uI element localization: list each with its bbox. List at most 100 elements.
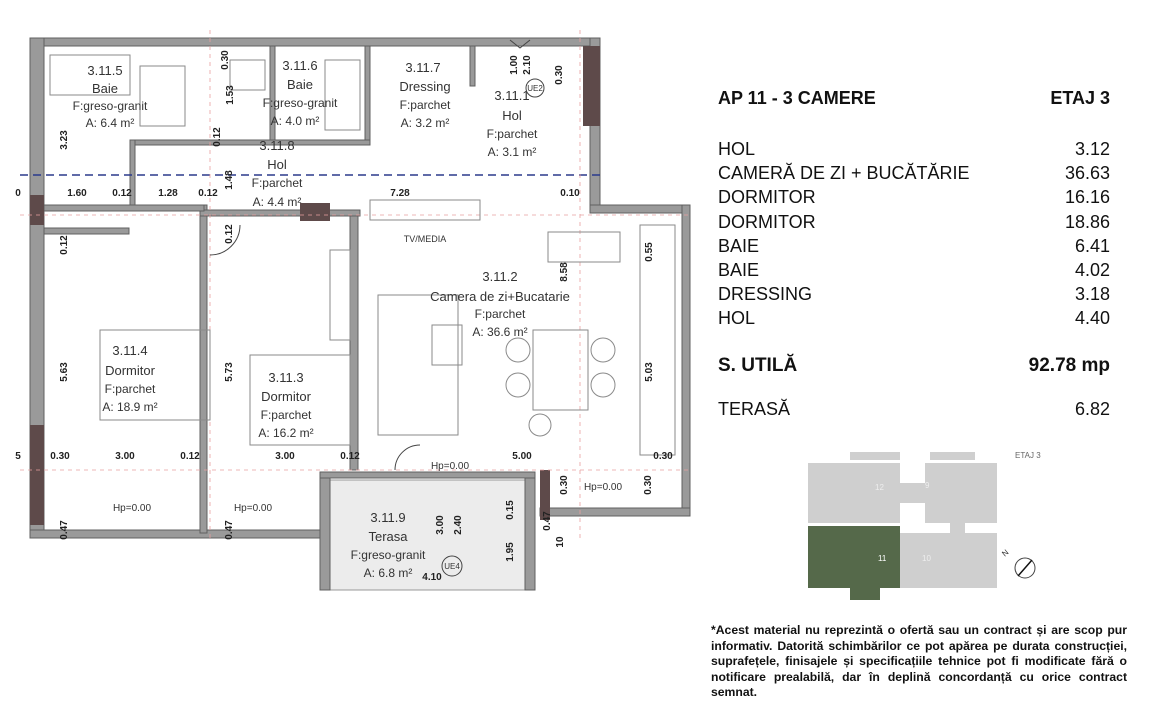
dimension-label: 1.48 bbox=[224, 170, 235, 190]
key-plan-blocks bbox=[808, 452, 997, 588]
dimension-label: 0.47 bbox=[59, 520, 70, 540]
room-row: HOL 4.40 bbox=[718, 306, 1110, 330]
dimension-label: 5.03 bbox=[644, 362, 655, 382]
room-area: 16.16 bbox=[1064, 187, 1110, 208]
dimension-label: 3.00 bbox=[435, 515, 446, 535]
room-area: 4.40 bbox=[1074, 308, 1110, 329]
room-name: CAMERĂ DE ZI + BUCĂTĂRIE bbox=[718, 163, 970, 184]
terrace-row: TERASĂ 6.82 bbox=[718, 399, 1110, 420]
svg-text:A: 4.0 m²: A: 4.0 m² bbox=[271, 114, 320, 128]
key-plan-label: ETAJ 3 bbox=[1015, 451, 1041, 460]
svg-text:F:parchet: F:parchet bbox=[487, 127, 538, 141]
svg-text:3.11.3: 3.11.3 bbox=[268, 370, 303, 385]
apartment-header: AP 11 - 3 CAMERE ETAJ 3 bbox=[718, 88, 1110, 109]
room-label-3-11-8: 3.11.8 Hol F:parchet A: 4.4 m² bbox=[252, 138, 303, 209]
dimension-label: 0.12 bbox=[59, 235, 70, 255]
room-area: 18.86 bbox=[1064, 211, 1110, 232]
hp-label: Hp=0.00 bbox=[234, 503, 273, 514]
dimension-label: 2.40 bbox=[453, 515, 464, 535]
dimension-label: 0.30 bbox=[643, 475, 654, 495]
svg-text:12: 12 bbox=[875, 483, 884, 492]
room-name: BAIE bbox=[718, 260, 760, 281]
dimension-label: 8.58 bbox=[559, 262, 570, 282]
dimension-label: 0 bbox=[15, 188, 21, 199]
svg-text:UE2: UE2 bbox=[527, 84, 543, 93]
room-area: 4.02 bbox=[1074, 260, 1110, 281]
tv-media-label: TV/MEDIA bbox=[404, 234, 447, 244]
grid-lines bbox=[20, 30, 690, 540]
dimension-label: 0.12 bbox=[340, 451, 360, 462]
room-area: 6.41 bbox=[1074, 235, 1110, 256]
dimension-label: 0.10 bbox=[560, 188, 580, 199]
svg-text:A: 6.8 m²: A: 6.8 m² bbox=[364, 566, 413, 580]
dimension-label: 5.00 bbox=[512, 451, 532, 462]
dimension-label: 1.00 bbox=[509, 55, 520, 75]
svg-text:A: 3.1 m²: A: 3.1 m² bbox=[488, 145, 537, 159]
svg-text:F:parchet: F:parchet bbox=[475, 307, 526, 321]
dimension-label: 0.12 bbox=[212, 127, 223, 147]
hp-label: Hp=0.00 bbox=[431, 461, 470, 472]
dimension-label: 4.10 bbox=[422, 572, 442, 583]
svg-text:11: 11 bbox=[878, 554, 887, 563]
dimension-label: 2.10 bbox=[522, 55, 533, 75]
hp-label: Hp=0.00 bbox=[113, 503, 152, 514]
svg-text:F:greso-granit: F:greso-granit bbox=[263, 96, 338, 110]
svg-text:A: 16.2 m²: A: 16.2 m² bbox=[258, 426, 313, 440]
svg-text:Baie: Baie bbox=[287, 77, 313, 92]
svg-text:F:parchet: F:parchet bbox=[261, 408, 312, 422]
dimension-label: 7.28 bbox=[390, 188, 410, 199]
room-row: DORMITOR 18.86 bbox=[718, 210, 1110, 234]
apartment-title: AP 11 - 3 CAMERE bbox=[718, 88, 876, 108]
key-plan-unit-highlight bbox=[808, 526, 900, 588]
svg-text:10: 10 bbox=[922, 554, 931, 563]
svg-text:Hol: Hol bbox=[502, 108, 522, 123]
room-name: DORMITOR bbox=[718, 211, 816, 232]
dimension-label: 0.47 bbox=[224, 520, 235, 540]
room-area: 36.63 bbox=[1064, 163, 1110, 184]
dimension-label: 5.73 bbox=[224, 362, 235, 382]
terrace-floor bbox=[324, 479, 526, 591]
dimension-label: 0.30 bbox=[220, 50, 231, 70]
dimension-label: 3.00 bbox=[275, 451, 295, 462]
room-label-3-11-7: 3.11.7 Dressing F:parchet A: 3.2 m² bbox=[399, 60, 451, 130]
room-label-3-11-4: 3.11.4 Dormitor F:parchet A: 18.9 m² bbox=[102, 343, 157, 414]
svg-text:A: 6.4 m²: A: 6.4 m² bbox=[86, 116, 135, 130]
dimension-label: 0.30 bbox=[653, 451, 673, 462]
useful-area-value: 92.78 mp bbox=[1028, 354, 1110, 376]
columns bbox=[30, 46, 600, 525]
ue2-marker: UE2 bbox=[525, 78, 545, 98]
room-area: 3.12 bbox=[1074, 139, 1110, 159]
svg-text:F:greso-granit: F:greso-granit bbox=[351, 548, 426, 562]
ue4-marker: UE4 bbox=[441, 555, 463, 577]
dimension-label: 0.12 bbox=[224, 224, 235, 244]
dimension-label: 0.30 bbox=[559, 475, 570, 495]
useful-area-label: S. UTILĂ bbox=[718, 354, 798, 376]
dimension-label: 0.30 bbox=[50, 451, 70, 462]
useful-area-row: S. UTILĂ 92.78 mp bbox=[718, 355, 1110, 377]
svg-text:UE4: UE4 bbox=[444, 562, 460, 571]
floor-plan: 3.11.5 Baie F:greso-granit A: 6.4 m² 3.1… bbox=[15, 30, 691, 591]
room-label-3-11-1: 3.11.1 Hol F:parchet A: 3.1 m² bbox=[487, 88, 538, 159]
svg-text:Terasa: Terasa bbox=[368, 529, 408, 544]
svg-text:3.11.6: 3.11.6 bbox=[282, 58, 317, 73]
dimension-label: 1.53 bbox=[225, 85, 236, 105]
svg-text:3.11.1: 3.11.1 bbox=[494, 88, 529, 103]
north-arrow-icon: N bbox=[1000, 548, 1036, 579]
terrace-value: 6.82 bbox=[1074, 398, 1110, 419]
door-swings bbox=[209, 39, 531, 471]
dimension-label: 1.28 bbox=[158, 188, 178, 199]
room-row: CAMERĂ DE ZI + BUCĂTĂRIE 36.63 bbox=[718, 161, 1110, 185]
room-row: BAIE 4.02 bbox=[718, 258, 1110, 282]
room-name: DRESSING bbox=[718, 284, 813, 305]
svg-text:F:parchet: F:parchet bbox=[105, 382, 156, 396]
svg-text:Dormitor: Dormitor bbox=[261, 389, 312, 404]
dimension-label: 1.95 bbox=[505, 542, 516, 562]
svg-text:F:parchet: F:parchet bbox=[252, 176, 303, 190]
svg-text:A: 3.2 m²: A: 3.2 m² bbox=[401, 116, 450, 130]
room-name: HOL bbox=[718, 308, 756, 329]
